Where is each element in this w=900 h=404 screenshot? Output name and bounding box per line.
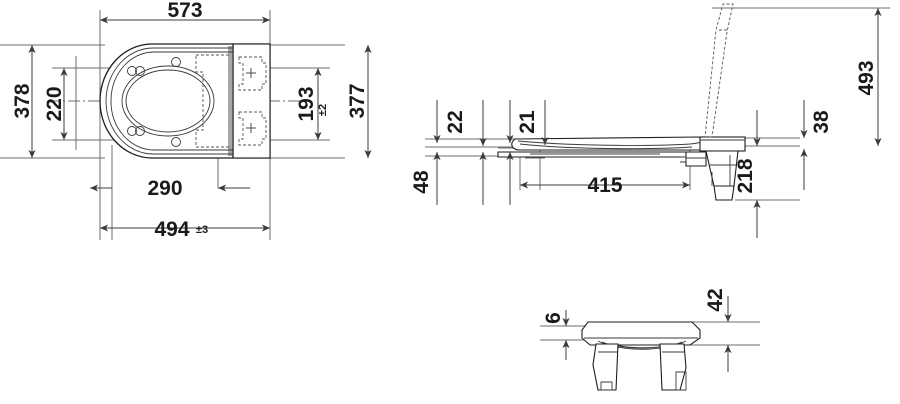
dimension-494-label: 494 [154,218,189,241]
dimension-220-label: 220 [43,86,66,121]
dimension-6: 6 [542,310,570,360]
dimension-378-label: 378 [11,83,34,118]
plan-nozzle-hole-bottom-a [127,126,137,136]
plan-hinge-cross-bottom [246,123,256,133]
dimension-220: 220 [43,68,68,140]
dimension-42-label: 42 [704,288,727,311]
plan-hinge-plate-bottom [238,111,267,146]
plan-hole-bottom [171,137,181,147]
plan-view: 573 378 220 193 ±2 377 290 [0,0,372,241]
side-lid-open-outline [704,3,734,138]
dimension-290: 290 [90,177,250,200]
dimension-193-label: 193 [295,86,318,121]
dimension-494: 494 ±3 [100,218,270,241]
plan-hinge-plate-top [238,56,267,91]
dimension-573: 573 [100,0,270,24]
dimension-193: 193 ±2 [295,68,329,140]
dimension-6-label: 6 [542,312,565,324]
plan-bowl-opening-inner [125,69,211,133]
dimension-193-tolerance: ±2 [317,104,329,116]
dimension-218: 218 [734,110,761,238]
dimension-573-label: 573 [167,0,202,22]
dimension-22-label: 22 [444,110,467,133]
dimension-378: 378 [11,45,36,158]
dimension-42: 42 [704,288,732,372]
plan-nozzle-hole-bottom-b [135,126,145,136]
plan-nozzle-hole-top-a [127,66,137,76]
dimension-38: 38 [800,100,833,190]
dimension-415: 415 [520,174,690,197]
plan-bowl-opening [121,65,215,137]
plan-nozzle-hole-top-b [135,66,145,76]
dimension-218-label: 218 [734,158,757,193]
plan-hole-top [171,57,181,67]
dimension-493: 493 [855,8,882,146]
dimension-415-label: 415 [587,174,622,197]
plan-rear-unit [195,43,271,159]
dimension-494-tolerance: ±3 [196,224,208,236]
dimension-48-label: 48 [410,170,433,194]
dimension-21-label: 21 [516,110,539,134]
dimension-493-label: 493 [855,60,878,95]
dimension-48: 48 [410,152,514,205]
dimension-377: 377 [346,45,372,158]
dimension-290-label: 290 [147,177,182,200]
dimension-377-label: 377 [346,83,369,118]
side-view: 22 21 48 415 218 38 [410,3,890,238]
plan-hinge-cross-top [246,68,256,78]
side-seat-assembly [497,3,746,201]
plan-seat-outline [99,43,271,159]
front-seat-body [581,321,701,391]
dimension-21: 21 [506,100,549,145]
dimension-22: 22 [433,100,487,146]
front-view: 6 42 [540,288,760,391]
dimension-38-label: 38 [810,110,833,134]
